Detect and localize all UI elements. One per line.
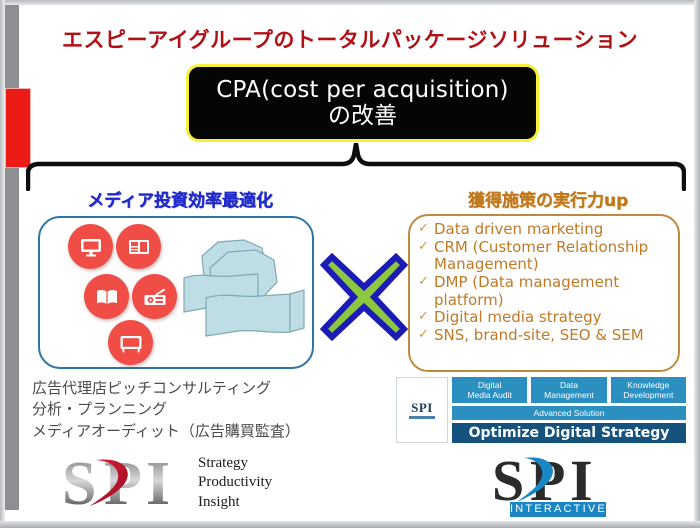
bullet-label: CRM (Customer Relationship Management) [434,237,649,274]
headline-line-1: CPA(cost per acquisition) [216,76,509,103]
tagline-line-1: Strategy [198,455,248,472]
services-line-1: 広告代理店ピッチコンサルティング [32,379,272,397]
check-icon: ✓ [418,327,429,343]
stack-optimize-digital-strategy-bar: Optimize Digital Strategy [452,423,686,443]
services-text-block: 広告代理店ピッチコンサルティング 分析・プランニング メディアオーディット（広告… [32,378,300,442]
slide-frame-top [0,0,700,5]
svg-text:I: I [570,450,593,512]
newspaper-icon [116,224,161,269]
list-item: ✓ CRM (Customer Relationship Management) [418,237,672,274]
right-section-caption: 獲得施策の実行力up [467,191,629,211]
services-line-3: メディアオーディット（広告購買監査） [32,421,300,440]
list-item: ✓ SNS, brand-site, SEO & SEM [418,326,672,345]
headline-box: CPA(cost per acquisition) の改善 [186,64,539,142]
bullet-label: DMP (Data management platform) [434,273,620,309]
book-icon [84,274,129,319]
slide-frame-left [0,0,5,528]
spi-logo-mark: S P I [60,450,190,518]
services-line-2: 分析・プランニング [32,400,168,419]
stack-cell-line-2: Development [623,390,674,400]
spi-interactive-logo: S P I INTERACTIVE [486,448,626,520]
stack-cell-data-management: Data Management [531,377,607,403]
spi-group-logo: S P I Strategy Productivity Insight [60,450,272,518]
spi-logo-tagline: Strategy Productivity Insight [198,454,272,512]
bullet-label: SNS, brand-site, SEO & SEM [434,326,644,345]
headline-line-2: の改善 [328,103,397,129]
list-item: ✓ DMP (Data management platform) [418,273,672,309]
stack-cell-line-1: Digital [477,379,502,390]
stack-spi-logo: SPI [396,377,448,443]
left-section-caption: メディア投資効率最適化 [87,191,273,211]
slide-frame-bottom [0,521,700,528]
spi-interactive-sublabel: INTERACTIVE [510,502,607,517]
stack-cell-line-2: Management [544,390,594,400]
slide-frame-right [694,0,700,528]
green-x-icon [320,253,408,341]
stack-columns: Digital Media Audit Data Management Know… [452,377,686,443]
stack-advanced-solution-bar: Advanced Solution [452,406,686,420]
bullet-label: Digital media strategy [434,308,602,327]
stack-top-row: Digital Media Audit Data Management Know… [452,377,686,403]
list-item: ✓ Digital media strategy [418,309,672,327]
monitor-icon [68,224,113,269]
solution-stack-diagram: SPI Digital Media Audit Data Management … [396,377,686,443]
brace-connector-icon [26,143,686,191]
check-icon: ✓ [418,221,429,236]
check-icon: ✓ [418,309,429,325]
stack-cell-line-1: Data [560,379,578,390]
stack-cell-digital-media-audit: Digital Media Audit [452,377,528,403]
stack-cell-line-1: Knowledge [627,379,670,390]
tagline-line-3: Insight [198,493,240,510]
check-icon: ✓ [418,274,429,290]
left-red-accent-block [5,88,31,168]
television-icon [108,320,153,365]
bullet-label: Data driven marketing [434,220,604,238]
stack-cell-knowledge-development: Knowledge Development [610,377,686,403]
list-item: ✓ Data driven marketing [418,220,672,239]
stack-cell-line-2: Media Audit [467,390,512,400]
stacked-paper-graphic-icon [183,239,305,337]
check-icon: ✓ [418,238,429,254]
radio-icon [132,274,177,319]
svg-text:S: S [62,452,96,514]
svg-text:I: I [146,452,170,514]
left-gray-band [5,5,19,510]
page-title: エスピーアイグループのトータルパッケージソリューション [61,28,639,52]
acquisition-measures-panel: ✓ Data driven marketing ✓ CRM (Customer … [408,214,680,372]
stack-logo-underline [409,416,435,419]
tagline-line-2: Productivity [198,474,273,491]
stack-logo-wordmark: SPI [411,400,433,415]
